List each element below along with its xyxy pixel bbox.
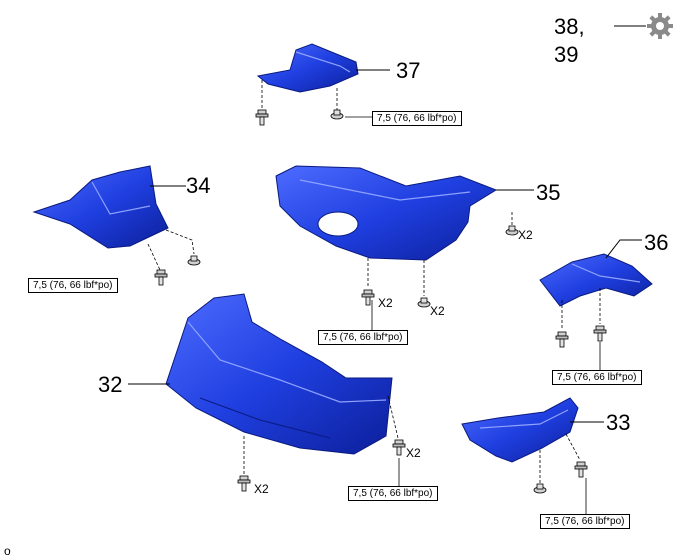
part-32: [128, 293, 393, 455]
part-35: [275, 165, 534, 261]
fastener-37: [255, 80, 372, 126]
fastener-32: [237, 395, 406, 492]
qty-label-35-bolt: X2: [378, 296, 393, 310]
torque-label-32: 7,5 (76, 66 lbf*po): [348, 486, 438, 501]
fastener-35: [361, 212, 519, 330]
part-37: [256, 43, 390, 93]
callout-35: 35: [536, 180, 561, 205]
qty-label-35-nut: X2: [518, 228, 533, 242]
qty-label-35-clip: X2: [430, 304, 445, 318]
torque-label-37: 7,5 (76, 66 lbf*po): [372, 111, 462, 126]
callout-38: 38,: [554, 14, 585, 39]
torque-label-35: 7,5 (76, 66 lbf*po): [318, 330, 408, 345]
callout-34: 34: [186, 173, 211, 198]
part-36: [539, 239, 653, 307]
part-33: [461, 397, 604, 463]
torque-label-36: 7,5 (76, 66 lbf*po): [552, 370, 642, 385]
fastener-36: [555, 288, 607, 370]
qty-label-32-bolt-left: X2: [254, 482, 269, 496]
torque-label-33: 7,5 (76, 66 lbf*po): [540, 514, 630, 529]
footer-mark: o: [4, 544, 11, 558]
callout-39: 39: [554, 42, 579, 67]
gear-icon: [647, 13, 673, 39]
callout-33: 33: [606, 410, 631, 435]
torque-label-34: 7,5 (76, 66 lbf*po): [28, 278, 118, 293]
part-34: [32, 165, 186, 249]
callout-37: 37: [396, 58, 421, 83]
qty-label-32-bolt-right: X2: [406, 446, 421, 460]
fastener-33: [533, 433, 588, 514]
callout-36: 36: [644, 230, 669, 255]
callout-32: 32: [98, 372, 123, 397]
fastener-34: [147, 229, 201, 286]
